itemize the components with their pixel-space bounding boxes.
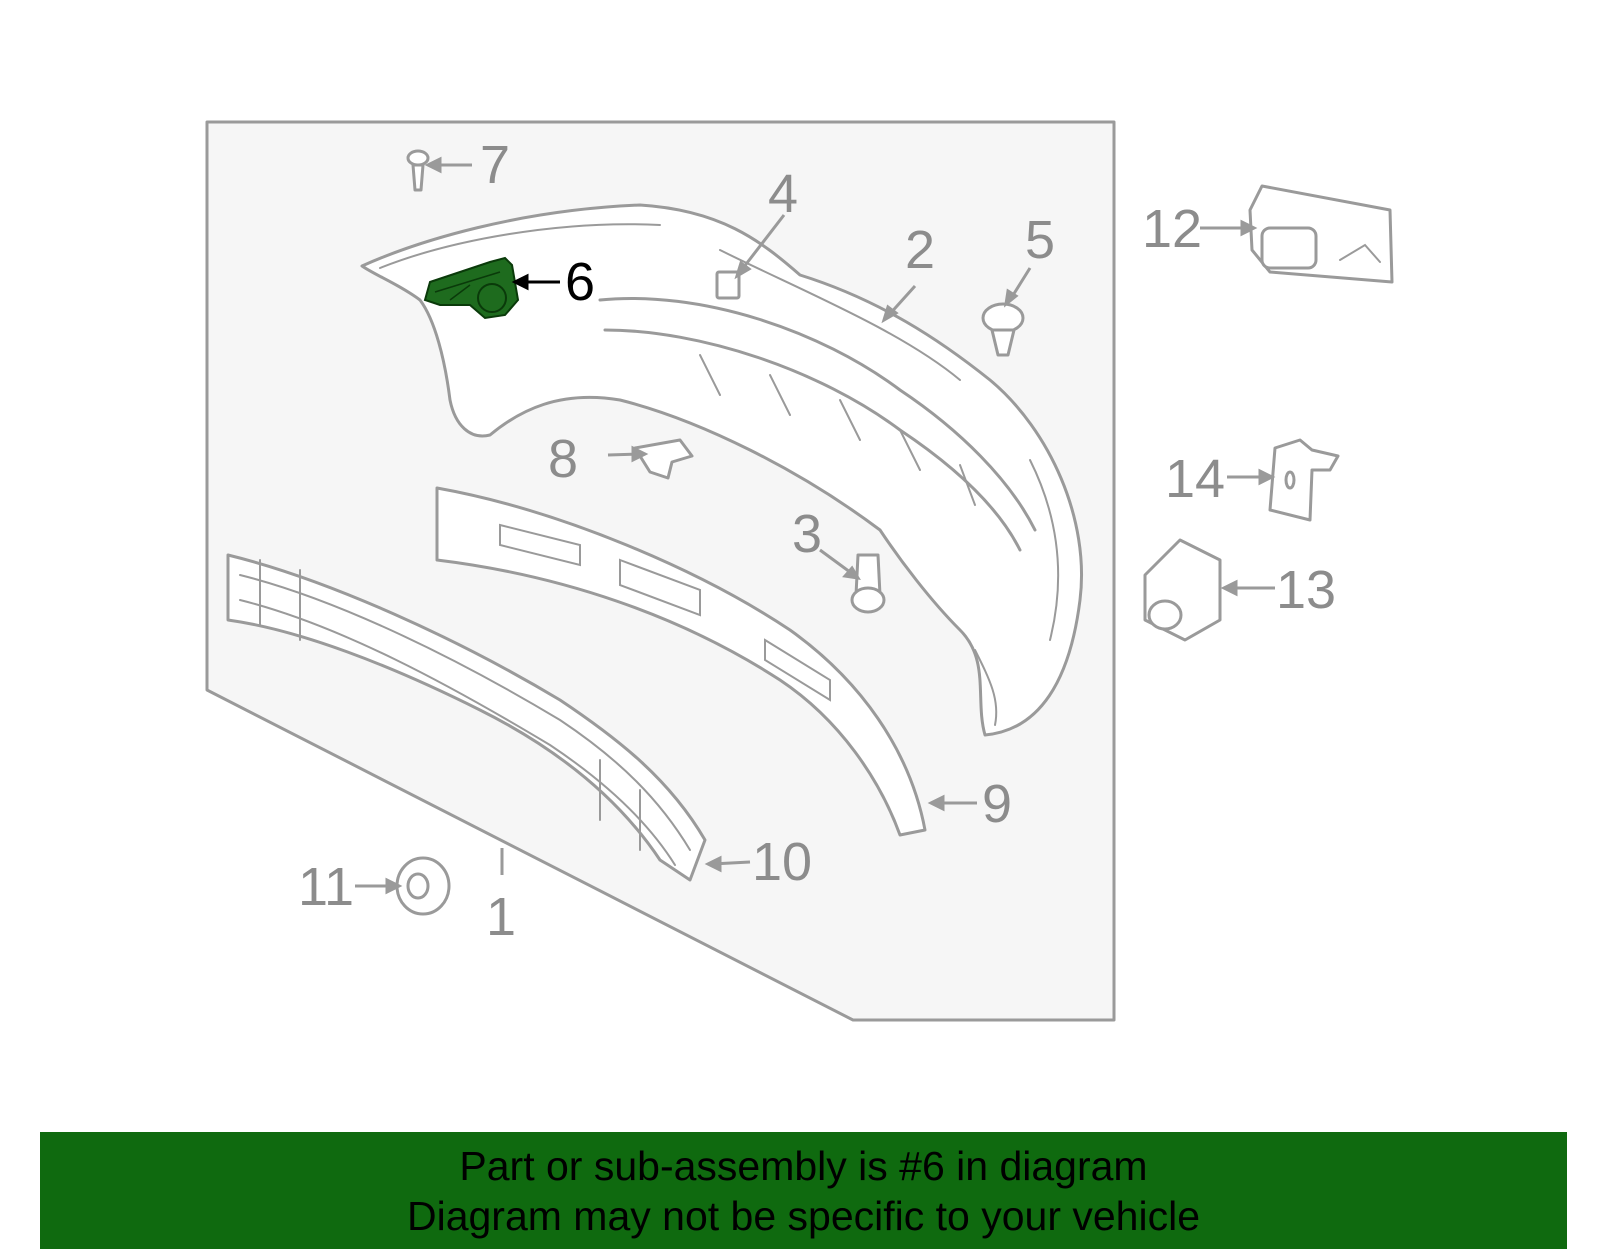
- part-14-bracket[interactable]: [1268, 438, 1340, 522]
- callout-1[interactable]: 1: [486, 887, 516, 947]
- part-13-sensor[interactable]: [1143, 538, 1222, 642]
- callout-9[interactable]: 9: [982, 774, 1012, 834]
- callout-14[interactable]: 14: [1165, 449, 1225, 509]
- part-2-bumper-cover[interactable]: [360, 203, 1084, 737]
- callout-4[interactable]: 4: [768, 164, 798, 224]
- part-5-push-pin[interactable]: [981, 302, 1025, 357]
- callout-5[interactable]: 5: [1025, 210, 1055, 270]
- info-banner: Part or sub-assembly is #6 in diagram Di…: [40, 1132, 1567, 1249]
- banner-line-1: Part or sub-assembly is #6 in diagram: [459, 1143, 1148, 1189]
- part-7-screw[interactable]: [406, 149, 430, 192]
- callout-11[interactable]: 11: [298, 857, 354, 917]
- callout-10[interactable]: 10: [752, 832, 812, 892]
- leader-6: [511, 273, 560, 291]
- banner-line-2: Diagram may not be specific to your vehi…: [406, 1193, 1200, 1239]
- part-11-nut[interactable]: [395, 856, 451, 916]
- callout-8[interactable]: 8: [548, 429, 578, 489]
- part-12-housing[interactable]: [1248, 184, 1394, 284]
- callout-3[interactable]: 3: [792, 504, 822, 564]
- part-8-bracket[interactable]: [633, 438, 694, 480]
- part-3-retainer[interactable]: [850, 553, 886, 614]
- callout-2[interactable]: 2: [905, 220, 935, 280]
- callout-7[interactable]: 7: [480, 135, 510, 195]
- part-10-reinforcement[interactable]: [226, 553, 707, 882]
- part-4-clip[interactable]: [715, 270, 741, 300]
- callout-13[interactable]: 13: [1276, 560, 1336, 620]
- callout-12[interactable]: 12: [1142, 199, 1202, 259]
- callout-6[interactable]: 6: [565, 252, 595, 312]
- part-6-bracket[interactable]: [423, 256, 520, 320]
- leader-lines: [355, 156, 1276, 895]
- part-9-absorber[interactable]: [435, 486, 927, 837]
